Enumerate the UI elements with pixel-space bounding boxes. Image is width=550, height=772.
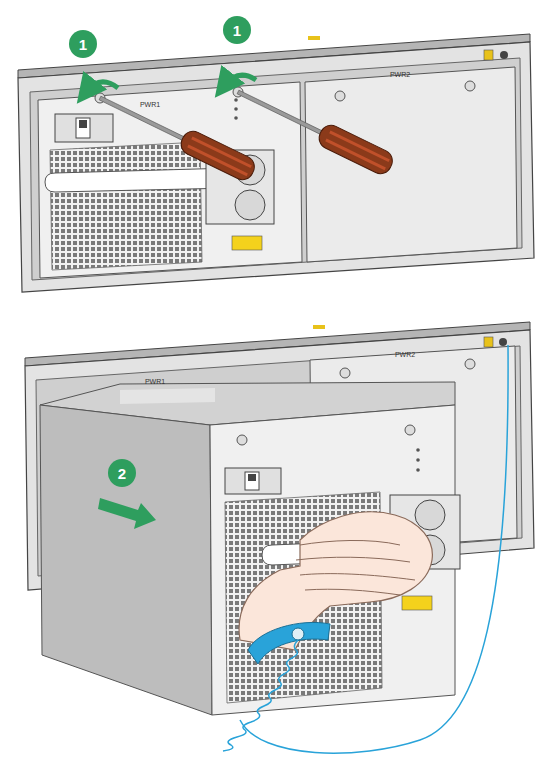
hand [239, 512, 432, 650]
power-supply-front [38, 82, 302, 278]
wrist-strap [223, 345, 508, 753]
blank-plate [305, 50, 517, 262]
callout-circle [108, 459, 136, 487]
screwdriver [95, 87, 258, 183]
callout-number: 2 [118, 466, 126, 481]
callout-number: 1 [79, 37, 87, 52]
slot-label: PWR1 [140, 101, 160, 108]
callout-circle [223, 16, 251, 44]
power-supply-box [40, 382, 460, 715]
rotate-arrow [86, 82, 118, 92]
slot-label: PWR2 [395, 351, 415, 358]
pull-arrow [98, 498, 156, 529]
callout-number: 1 [233, 23, 241, 38]
chassis-top [18, 34, 534, 292]
slot-label: PWR2 [390, 71, 410, 78]
screwdriver [233, 81, 396, 177]
rotate-arrow [224, 75, 256, 86]
slot-label: PWR1 [145, 378, 165, 385]
callout-circle [69, 30, 97, 58]
